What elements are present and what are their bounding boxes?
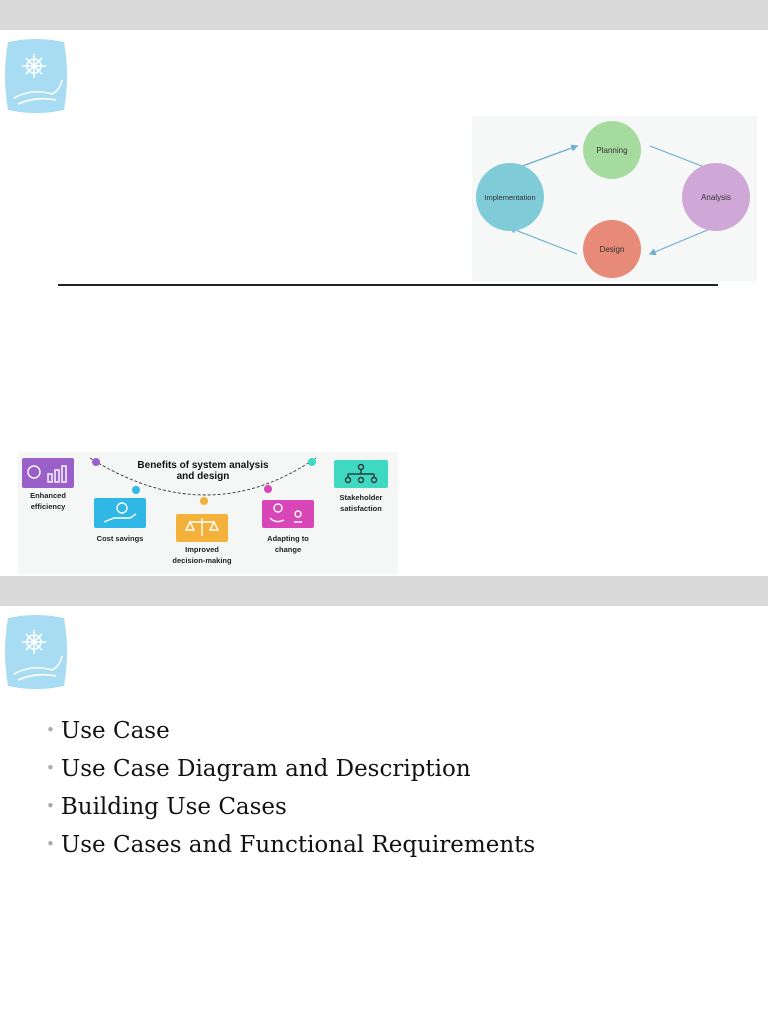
bullet-icon: •	[46, 797, 55, 815]
node-design: Design	[583, 220, 641, 278]
arrow-analysis-design	[648, 225, 718, 256]
logo-icon	[5, 39, 67, 113]
chart-icon	[27, 465, 67, 483]
node-label: Design	[600, 245, 625, 254]
sdlc-cycle-diagram: Planning Analysis Design Implementation	[472, 116, 757, 281]
list-item: •Use Case Diagram and Description	[46, 756, 471, 782]
benefit-cost-savings: Cost savings	[94, 498, 146, 543]
svg-text:Improved: Improved	[185, 545, 219, 554]
node-planning: Planning	[583, 121, 641, 179]
bullet-icon: •	[46, 759, 55, 777]
slide-header-bar	[0, 0, 768, 30]
svg-text:satisfaction: satisfaction	[340, 504, 382, 513]
bullet-icon: •	[46, 835, 55, 853]
horizontal-rule	[58, 284, 718, 286]
benefit-stakeholder-satisfaction: Stakeholder satisfaction	[334, 460, 388, 513]
list-item: •Building Use Cases	[46, 794, 287, 820]
node-label: Analysis	[701, 193, 731, 202]
benefit-enhanced-efficiency: Enhanced efficiency	[22, 458, 74, 511]
node-label: Planning	[596, 146, 627, 155]
bullet-icon: •	[46, 721, 55, 739]
arrow-design-impl	[508, 226, 578, 255]
svg-text:decision-making: decision-making	[172, 556, 232, 565]
benefits-infographic: Benefits of system analysis and design E…	[18, 452, 398, 574]
svg-text:Cost savings: Cost savings	[97, 534, 144, 543]
svg-text:efficiency: efficiency	[31, 502, 66, 511]
node-implementation: Implementation	[476, 163, 544, 231]
coin-hand-icon	[103, 502, 137, 523]
scale-icon	[184, 518, 220, 536]
topic-list: •Use Case •Use Case Diagram and Descript…	[46, 712, 535, 864]
logo-icon	[5, 615, 67, 689]
arrow-planning-analysis	[649, 145, 714, 172]
svg-text:change: change	[275, 545, 301, 554]
benefit-improved-decision-making: Improved decision-making	[172, 514, 232, 565]
slide-header-bar	[0, 576, 768, 606]
svg-text:Adapting to: Adapting to	[267, 534, 309, 543]
people-network-icon	[344, 463, 378, 484]
infographic-title: and design	[177, 471, 230, 482]
list-item: •Use Cases and Functional Requirements	[46, 832, 536, 858]
infographic-title: Benefits of system analysis	[137, 460, 269, 471]
svg-text:Enhanced: Enhanced	[30, 491, 66, 500]
person-arrows-icon	[269, 503, 302, 523]
benefit-adapting-to-change: Adapting to change	[262, 500, 314, 554]
arrow-impl-planning	[516, 144, 579, 169]
list-item: •Use Case	[46, 718, 170, 744]
node-analysis: Analysis	[682, 163, 750, 231]
svg-text:Stakeholder: Stakeholder	[340, 493, 383, 502]
node-label: Implementation	[484, 193, 535, 202]
